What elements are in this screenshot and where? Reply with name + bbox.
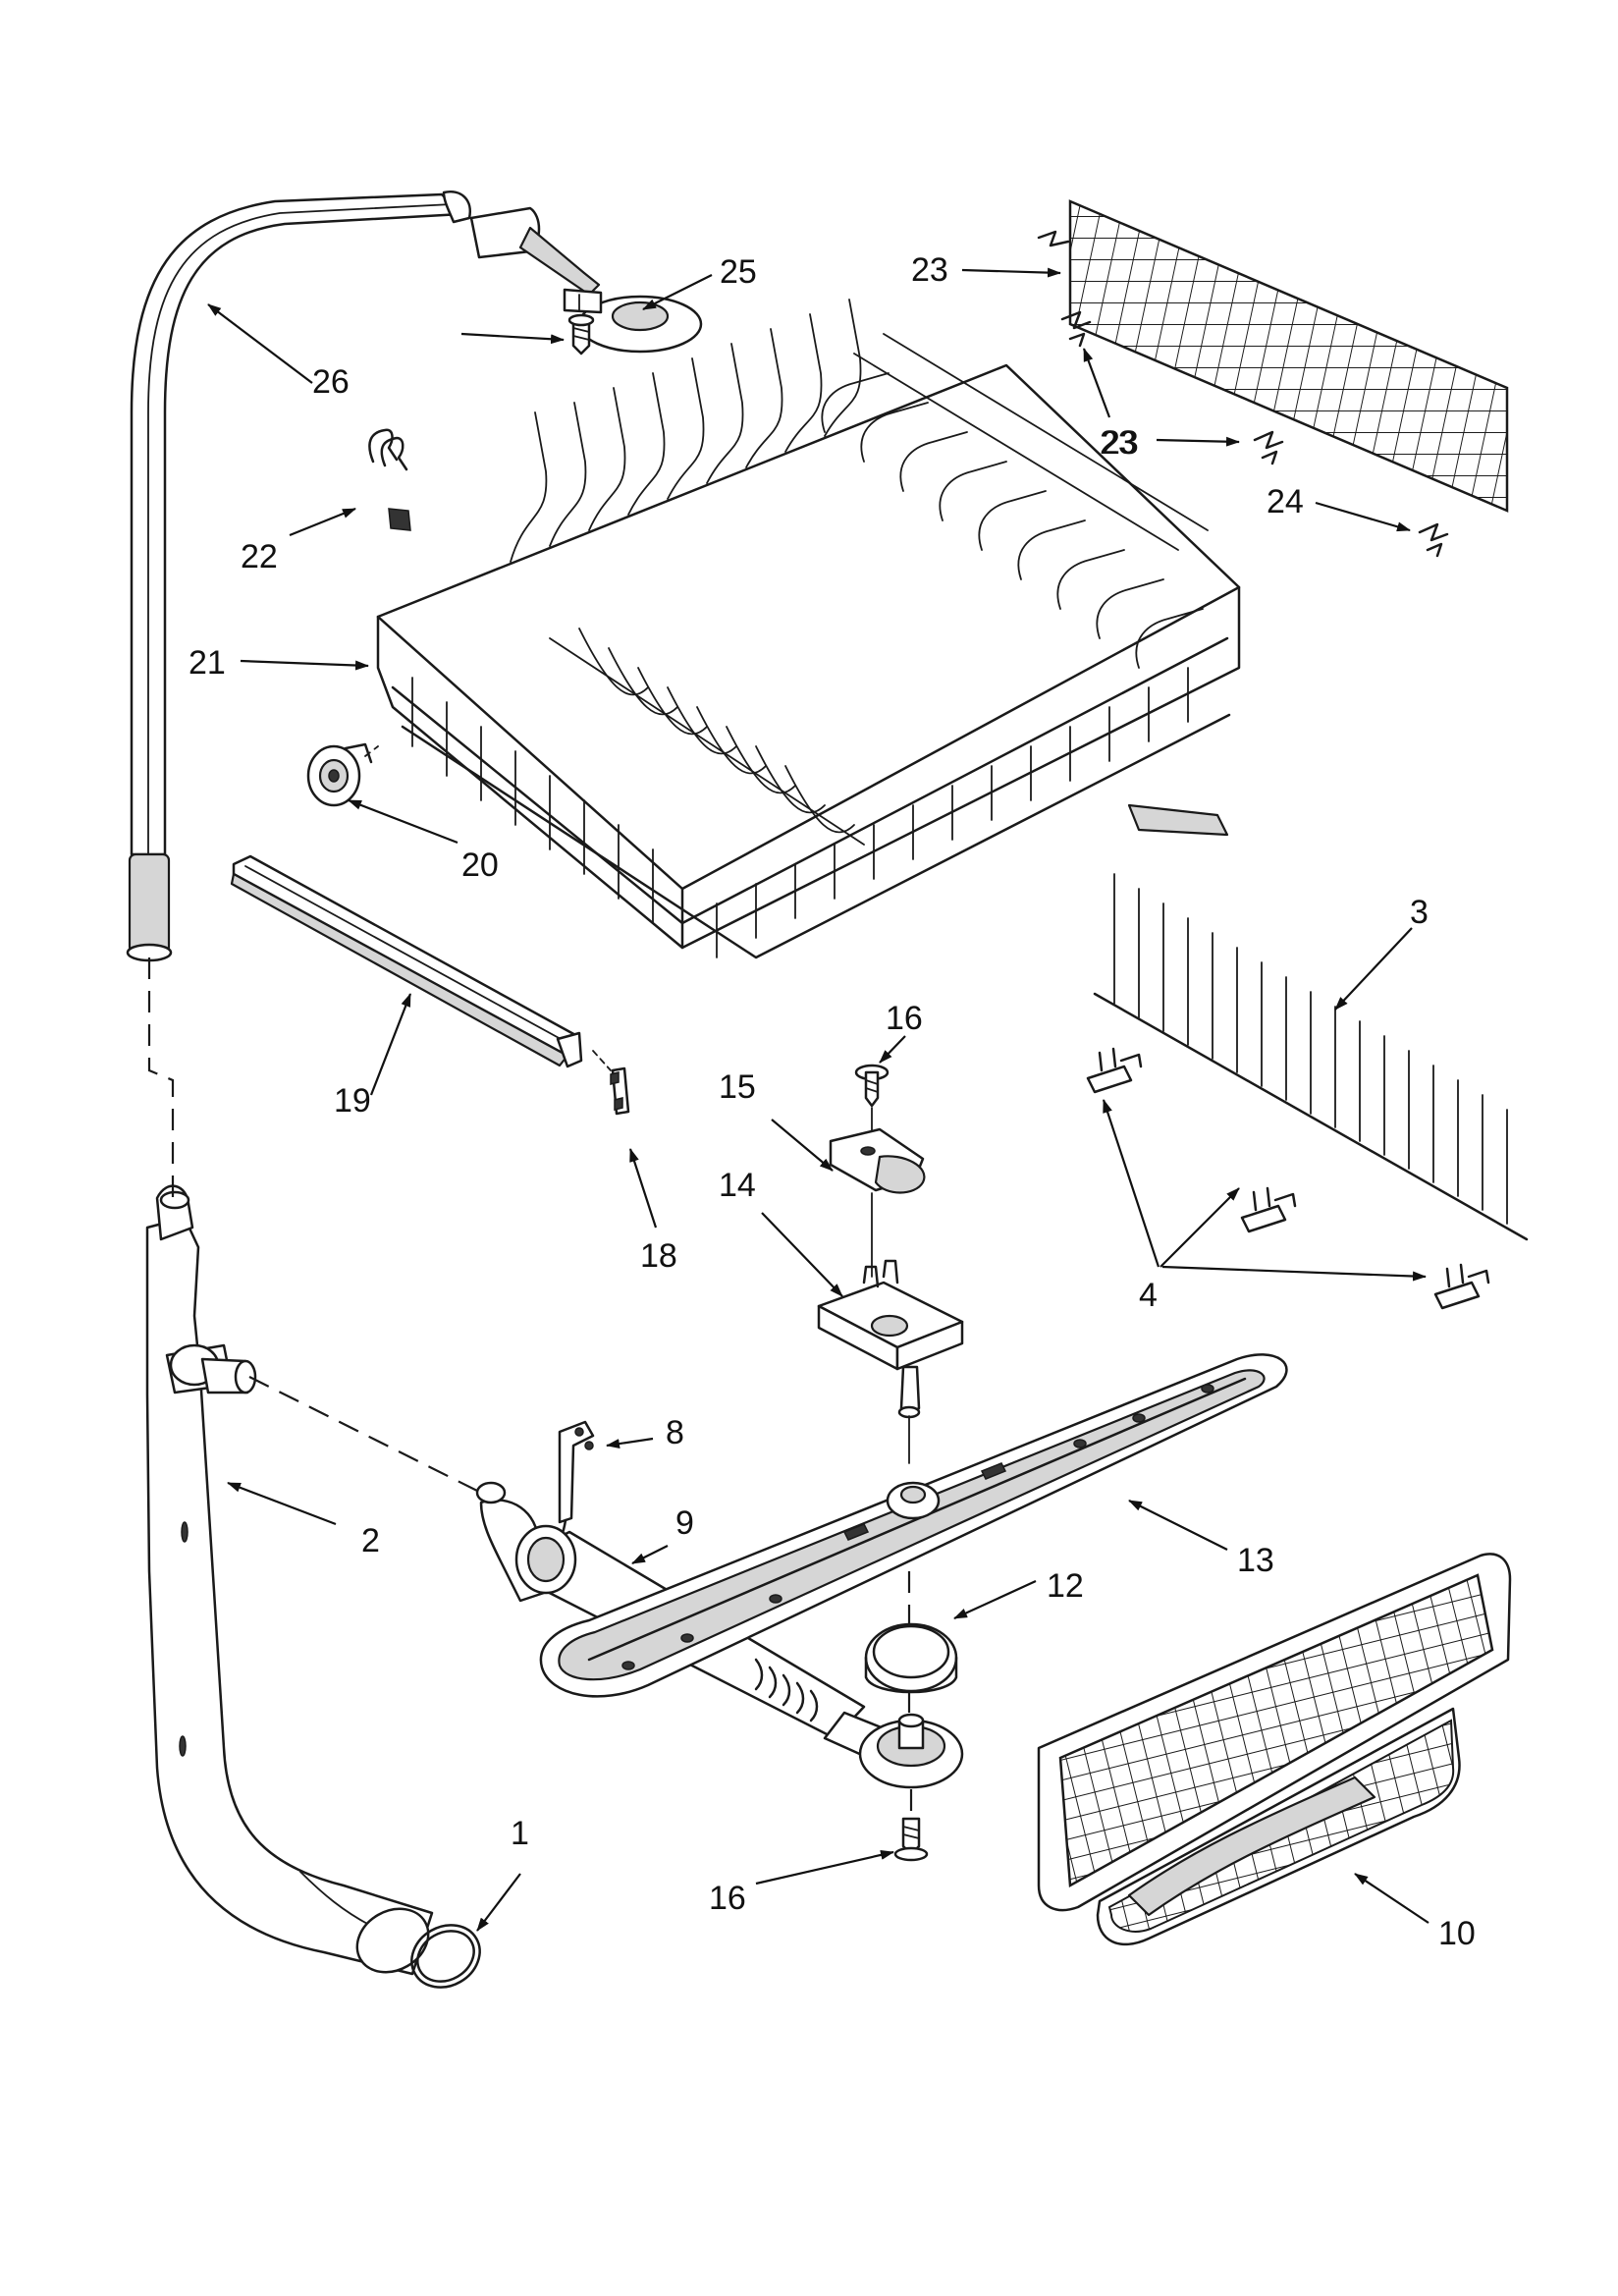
tine-clip-part-4-a	[1086, 1047, 1143, 1094]
callout-8: 8	[666, 1414, 684, 1451]
callout-22: 23	[911, 251, 948, 289]
clip-part-23-c	[1418, 522, 1449, 558]
callout-16-top: 16	[886, 1000, 923, 1037]
rack-track-part-18	[230, 854, 583, 1068]
clip-part-23-a	[1060, 310, 1092, 348]
callout-18: 19	[334, 1082, 371, 1120]
callout-labels: 26 25 22 21 20 23 23 23 3 4 19 18 16 15 …	[189, 251, 1476, 1952]
callout-16-bottom: 16	[709, 1880, 746, 1917]
callout-10: 10	[1438, 1915, 1476, 1952]
callout-24: 26	[312, 363, 350, 401]
callout-23-c-visible: 24	[1267, 483, 1304, 520]
supply-tube-part-24	[126, 190, 472, 962]
clip-part-21	[368, 428, 411, 531]
callout-14: 14	[719, 1167, 756, 1204]
spray-nozzle-part-25	[469, 206, 703, 354]
callout-19: 20	[461, 847, 499, 884]
rack-roller-part-19	[306, 742, 379, 807]
rack-shield-part-22	[1037, 199, 1509, 513]
seal-part-12	[864, 1622, 958, 1694]
upper-rack-part-20	[376, 299, 1241, 959]
callout-17: 18	[640, 1237, 677, 1275]
callout-3: 3	[1410, 894, 1429, 931]
assembly-lines	[147, 957, 913, 1817]
tine-clip-part-4-b	[1240, 1186, 1297, 1233]
manifold-part-2	[145, 1184, 434, 1976]
callout-9: 9	[675, 1504, 694, 1542]
callout-23-a: 23	[1100, 424, 1137, 462]
bearing-part-15	[829, 1127, 926, 1278]
screw-part-16-bottom	[893, 1817, 929, 1862]
track-stop-part-17	[592, 1050, 630, 1116]
screw-part-26	[567, 313, 595, 355]
callout-2: 2	[361, 1522, 380, 1559]
callout-21: 22	[241, 538, 278, 575]
callout-12: 12	[1047, 1567, 1084, 1605]
callout-20: 21	[189, 644, 226, 682]
silverware-basket-part-10	[1037, 1553, 1512, 1946]
leader-arrows	[207, 267, 1429, 1932]
screw-part-16-top	[854, 1064, 890, 1140]
callout-4: 4	[1139, 1277, 1158, 1314]
o-ring-part-1	[410, 1924, 481, 1989]
callout-23-b: 23	[1102, 424, 1139, 462]
callout-1: 1	[511, 1815, 529, 1852]
callout-15: 15	[719, 1068, 756, 1106]
callout-25: 25	[720, 253, 757, 291]
spray-arm-hub	[858, 1713, 964, 1789]
clip-part-23-b	[1253, 430, 1284, 465]
lower-rack-tines-part-3	[1093, 873, 1529, 1241]
mount-bracket-part-14	[817, 1259, 964, 1464]
callout-13: 13	[1237, 1542, 1274, 1579]
tine-clip-part-4-c	[1433, 1263, 1490, 1310]
lower-spray-arm-part-13	[539, 1353, 1288, 1698]
